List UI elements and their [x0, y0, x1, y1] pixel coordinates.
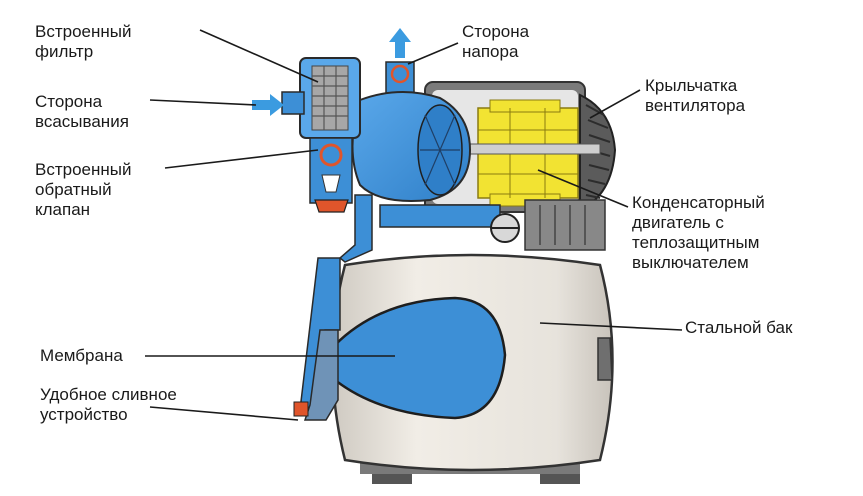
label-membrane: Мембрана	[40, 346, 123, 365]
label-pressure-side: Сторона напора	[462, 22, 530, 61]
suction-arrow-icon	[252, 94, 284, 116]
check-valve	[309, 137, 353, 213]
label-builtin-filter: Встроенный фильтр	[35, 22, 132, 61]
label-capacitor-motor: Конденсаторный двигатель с теплозащитным…	[632, 193, 765, 272]
flow-arrows	[252, 28, 411, 116]
drain-channel	[293, 257, 341, 421]
builtin-filter	[281, 57, 361, 139]
pressure-arrow-icon	[389, 28, 411, 58]
membrane	[333, 296, 507, 420]
pump-body	[338, 61, 501, 263]
label-suction-side: Сторона всасывания	[35, 92, 129, 131]
label-steel-tank: Стальной бак	[685, 318, 793, 337]
label-drain-device: Удобное сливное устройство	[40, 385, 177, 424]
leader-lines	[145, 29, 683, 421]
label-check-valve: Встроенный обратный клапан	[35, 160, 132, 219]
pressure-switch	[490, 199, 606, 251]
label-fan-impeller: Крыльчатка вентилятора	[645, 76, 746, 115]
